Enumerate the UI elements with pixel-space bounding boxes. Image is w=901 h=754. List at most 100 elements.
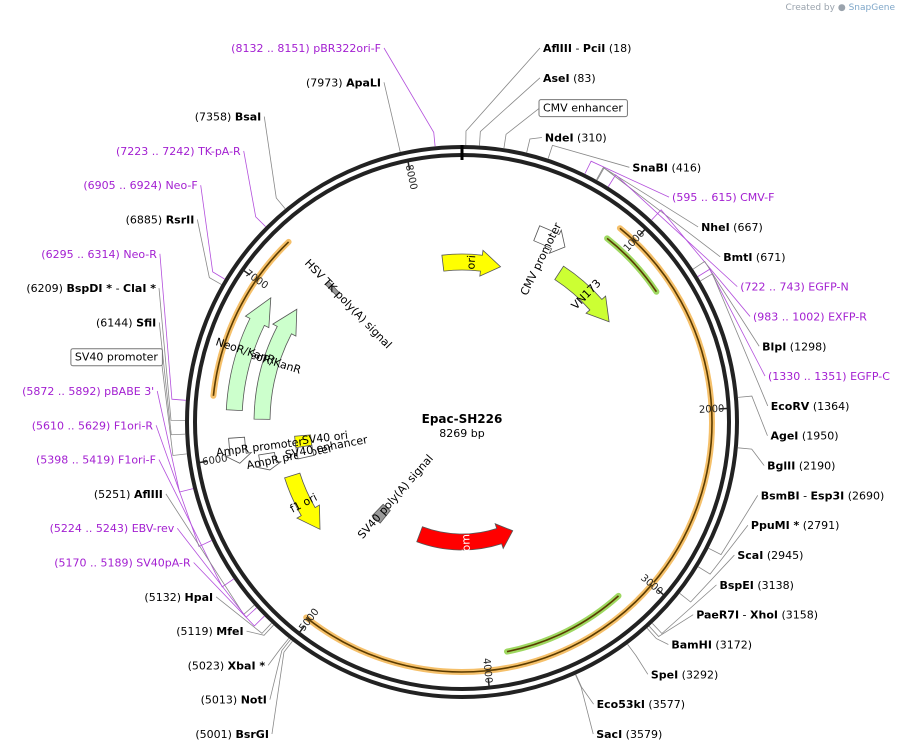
primer-pbr322ori-f-44: (8132 .. 8151) pBR322ori-F <box>231 42 381 55</box>
highlight-arc-core-3 <box>606 237 658 293</box>
tick-label-2000: 2000 <box>699 404 725 416</box>
primer-sv40pa-r-29: (5170 .. 5189) SV40pA-R <box>54 557 191 570</box>
site-blpi-10: BlpI (1298) <box>762 340 826 353</box>
site-spei-21-leader <box>627 643 649 675</box>
site-mfei-27-leader <box>246 624 274 636</box>
feature-ampr-promoter-9 <box>224 436 253 464</box>
site-mfei-27: (5119) MfeI <box>176 625 243 638</box>
site-bspei-18: BspEI (3138) <box>719 579 794 592</box>
primer-ebv-rev-30: (5224 .. 5243) EBV-rev <box>50 522 175 535</box>
site-paer7i-19-leader <box>648 614 694 638</box>
site-bspei-18-leader <box>651 584 717 635</box>
primer-tk-pa-r-41: (7223 .. 7242) TK-pA-R <box>116 145 241 158</box>
primer-neo-f-40: (6905 .. 6924) Neo-F <box>83 179 197 192</box>
primer-egfp-n-8: (722 .. 743) EGFP-N <box>740 281 848 294</box>
site-saci-23: SacI (3579) <box>596 728 662 741</box>
primer-exfp-r-9: (983 .. 1002) EXFP-R <box>753 310 867 323</box>
feature-f1-ori-5 <box>284 472 321 530</box>
site-blpi-10-leader <box>692 260 760 347</box>
feature-sv40-poly-a-signal-4 <box>371 503 391 524</box>
site-bspdi-37: (6209) BspDI * - ClaI * <box>26 282 156 295</box>
plasmid-name: Epac-SH226 <box>422 412 503 426</box>
feature-callout-sv40-promoter-35-leader <box>160 356 187 456</box>
site-ppumi-16: PpuMI * (2791) <box>751 519 839 532</box>
site-sfii-36-leader <box>158 322 186 436</box>
site-apali-43-leader <box>383 82 401 153</box>
feature-neor-kanr-11 <box>225 296 272 412</box>
tick-5000 <box>298 625 305 634</box>
site-agei-13: AgeI (1950) <box>770 430 838 443</box>
site-hpai-28-leader <box>215 596 272 634</box>
site-noti-25: (5013) NotI <box>201 694 267 707</box>
site-bglii-14: BglII (2190) <box>767 460 835 473</box>
snapgene-logo-icon: ● <box>837 3 846 13</box>
primer-exfp-r-9-leader <box>651 209 751 317</box>
tick-3000 <box>657 589 666 597</box>
primer-neo-f-40-leader <box>200 185 225 280</box>
site-eco53ki-22: Eco53kI (3577) <box>597 698 685 711</box>
site-bmti-7: BmtI (671) <box>723 251 785 264</box>
primer-f1ori-r-33: (5610 .. 5629) F1ori-R <box>32 419 154 432</box>
site-bamhi-20: BamHI (3172) <box>671 639 752 652</box>
site-spei-21: SpeI (3292) <box>651 668 718 681</box>
feature-callout-sv40-promoter-35-box <box>70 348 163 367</box>
site-saci-23-leader <box>575 674 594 735</box>
site-ecorv-12-leader <box>700 273 769 407</box>
tick-label-8000: 8000 <box>403 164 419 191</box>
site-paer7i-19: PaeR7I - XhoI (3158) <box>696 609 818 622</box>
tick-1000 <box>639 227 647 236</box>
highlight-arc-core-0 <box>619 227 713 586</box>
site-nhei-6-leader <box>596 167 699 228</box>
site-bsrgi-24: (5001) BsrGI <box>195 728 269 741</box>
highlight-arc-core-4 <box>506 595 620 653</box>
primer-neo-r-38-leader <box>159 253 186 401</box>
primer-egfp-c-11-leader <box>697 268 766 377</box>
site-asei-1: AseI (83) <box>543 72 596 85</box>
feature-callout-cmv-enhancer-2-leader <box>503 107 541 149</box>
feature-callout-cmv-enhancer-2: CMV enhancer <box>543 102 623 115</box>
site-scai-17: ScaI (2945) <box>737 549 803 562</box>
feature-hsv-tk-poly-a-signal-12-label: HSV TK poly(A) signal <box>302 257 394 352</box>
snapgene-credit: Created by ● SnapGene <box>785 3 895 13</box>
primer-cmv-f-5-leader <box>584 160 670 198</box>
feature-ori-0-label: ori <box>464 255 478 270</box>
primer-pbabe-3-34: (5872 .. 5892) pBABE 3' <box>22 385 154 398</box>
tick-4000 <box>487 678 490 688</box>
feature-tdtomato-3 <box>416 523 514 551</box>
site-bsmbi-15-leader <box>708 495 759 556</box>
site-nhei-6: NheI (667) <box>701 221 763 234</box>
feature-ampr-promoter-6 <box>255 451 282 471</box>
site-hpai-28: (5132) HpaI <box>144 591 213 604</box>
feature-sv40-ori-7 <box>294 434 313 449</box>
site-rsrii-39-leader <box>196 219 222 285</box>
highlight-arc-core-2 <box>212 241 290 396</box>
site-ppumi-16-leader <box>697 524 749 575</box>
primer-egfp-c-11: (1330 .. 1351) EGFP-C <box>768 370 890 383</box>
site-bamhi-20-leader <box>646 627 669 645</box>
tick-7000 <box>242 269 251 276</box>
site-ndei-3: NdeI (310) <box>545 131 607 144</box>
tick-6000 <box>198 460 208 464</box>
credit-prefix: Created by <box>785 3 835 13</box>
primer-neo-r-38: (6295 .. 6314) Neo-R <box>41 248 157 261</box>
highlight-arc-4 <box>504 592 622 655</box>
site-rsrii-39: (6885) RsrII <box>126 214 195 227</box>
site-agei-13-leader <box>737 395 768 436</box>
feature-hsv-tk-poly-a-signal-12 <box>324 280 341 297</box>
site-bsai-42: (7358) BsaI <box>195 111 262 124</box>
feature-cmv-promoter-1 <box>533 225 566 255</box>
feature-neor-kanr-10 <box>253 308 298 420</box>
site-afliii-31: (5251) AflIII <box>94 488 163 501</box>
site-bmti-7-leader <box>596 167 721 258</box>
tick-8000 <box>407 160 411 170</box>
site-apali-43: (7973) ApaLI <box>306 76 381 89</box>
site-asei-1-leader <box>479 77 541 146</box>
site-eco53ki-22-leader <box>575 674 594 705</box>
primer-f1ori-r-33-leader <box>155 425 212 548</box>
feature-callout-sv40-promoter-35: SV40 promoter <box>75 351 159 364</box>
site-ecorv-12: EcoRV (1364) <box>771 400 850 413</box>
credit-brand: SnapGene <box>848 3 895 13</box>
site-xbai-26-leader <box>267 637 290 666</box>
